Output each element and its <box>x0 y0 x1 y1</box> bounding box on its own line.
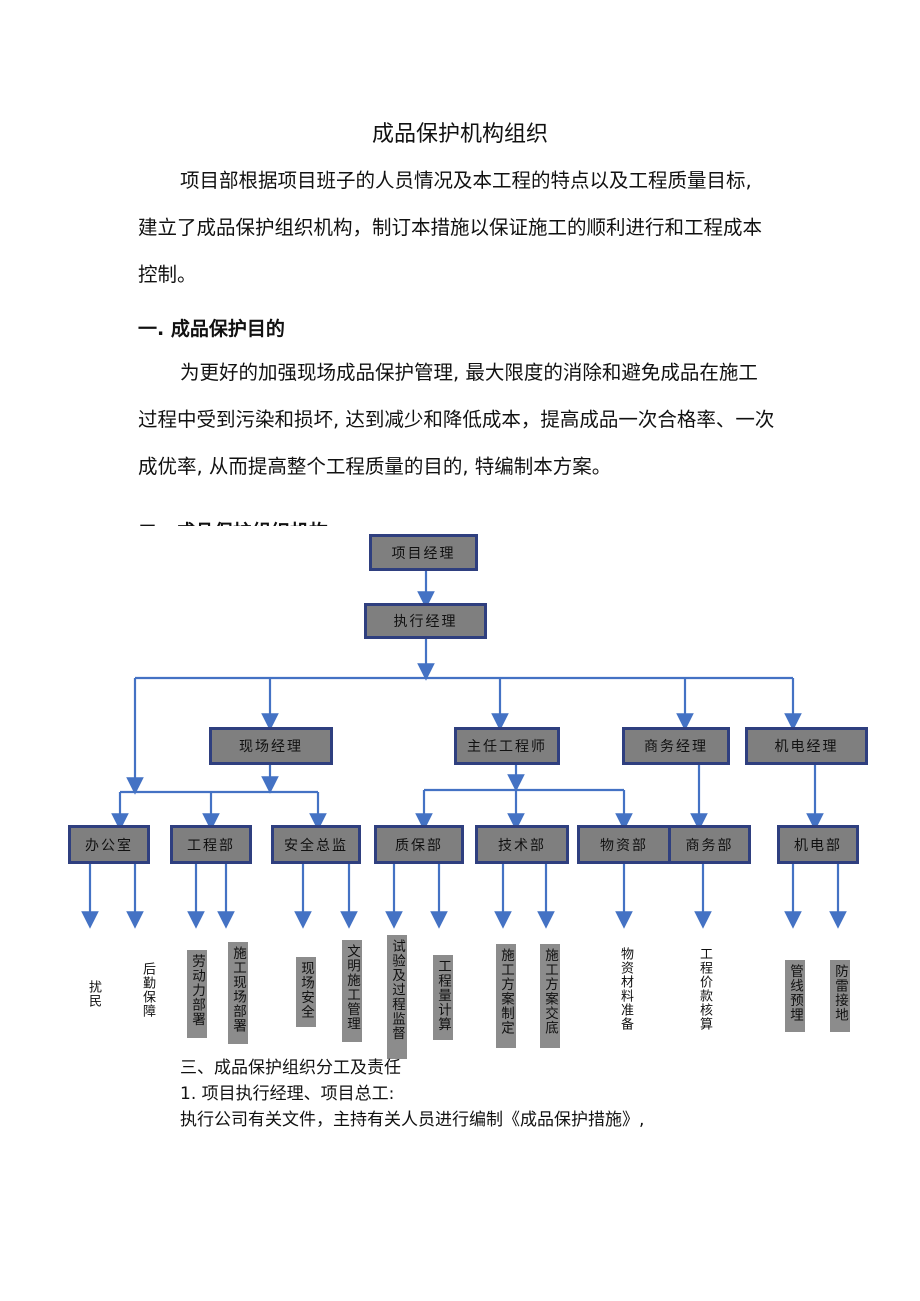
org-box-business-manager: 商务经理 <box>622 727 730 765</box>
org-dept-safety: 安全总监 <box>271 825 361 864</box>
org-box-project-manager: 项目经理 <box>369 534 478 571</box>
section1-heading: 一. 成品保护目的 <box>138 318 285 340</box>
section1-line-3: 成优率, 从而提高整个工程质量的目的, 特编制本方案。 <box>138 455 612 478</box>
page-title: 成品保护机构组织 <box>371 122 548 147</box>
intro-line-1: 项目部根据项目班子的人员情况及本工程的特点以及工程质量目标, <box>180 169 752 192</box>
duty-plan-disclosure: 施工方案交底 <box>540 944 560 1048</box>
duty-material-preparation: 物资材料准备 <box>618 947 633 1031</box>
section3-item1-text: 执行公司有关文件，主持有关人员进行编制《成品保护措施》, <box>180 1110 645 1130</box>
org-dept-business: 商务部 <box>668 825 751 864</box>
duty-site-deployment: 施工现场部署 <box>228 942 248 1044</box>
section3-item1: 1. 项目执行经理、项目总工: <box>180 1084 395 1104</box>
section1-line-1: 为更好的加强现场成品保护管理, 最大限度的消除和避免成品在施工 <box>180 361 758 384</box>
duty-plan-formulation: 施工方案制定 <box>496 944 516 1048</box>
duty-pipeline-embedding: 管线预埋 <box>785 960 805 1032</box>
section3-heading: 三、成品保护组织分工及责任 <box>180 1058 401 1078</box>
org-box-site-manager: 现场经理 <box>209 727 333 765</box>
org-dept-engineering: 工程部 <box>170 825 252 864</box>
org-dept-quality: 质保部 <box>374 825 464 864</box>
duty-cost-accounting: 工程价款核算 <box>697 947 712 1031</box>
duty-disturbance: 扰民 <box>86 980 101 1008</box>
duty-labor-deployment: 劳动力部署 <box>187 950 207 1038</box>
duty-site-safety: 现场安全 <box>296 957 316 1027</box>
org-dept-materials: 物资部 <box>577 825 671 864</box>
duty-logistics: 后勤保障 <box>140 962 155 1018</box>
intro-line-2: 建立了成品保护组织机构，制订本措施以保证施工的顺利进行和工程成本 <box>138 216 763 239</box>
duty-civilized-construction: 文明施工管理 <box>342 940 362 1042</box>
section2-heading-partial: 二、成品保护组织机构 <box>138 512 368 526</box>
org-box-executive-manager: 执行经理 <box>364 603 487 639</box>
duty-quantity-calculation: 工程量计算 <box>433 955 453 1040</box>
org-dept-office: 办公室 <box>68 825 150 864</box>
duty-lightning-grounding: 防雷接地 <box>830 960 850 1032</box>
duty-test-supervision: 试验及过程监督 <box>387 935 407 1059</box>
intro-line-3: 控制。 <box>138 263 197 286</box>
org-box-mep-manager: 机电经理 <box>745 727 868 765</box>
org-box-chief-engineer: 主任工程师 <box>454 727 560 765</box>
org-dept-technical: 技术部 <box>475 825 569 864</box>
org-dept-mep: 机电部 <box>777 825 859 864</box>
section1-line-2: 过程中受到污染和损坏, 达到减少和降低成本，提高成品一次合格率、一次 <box>138 408 775 431</box>
